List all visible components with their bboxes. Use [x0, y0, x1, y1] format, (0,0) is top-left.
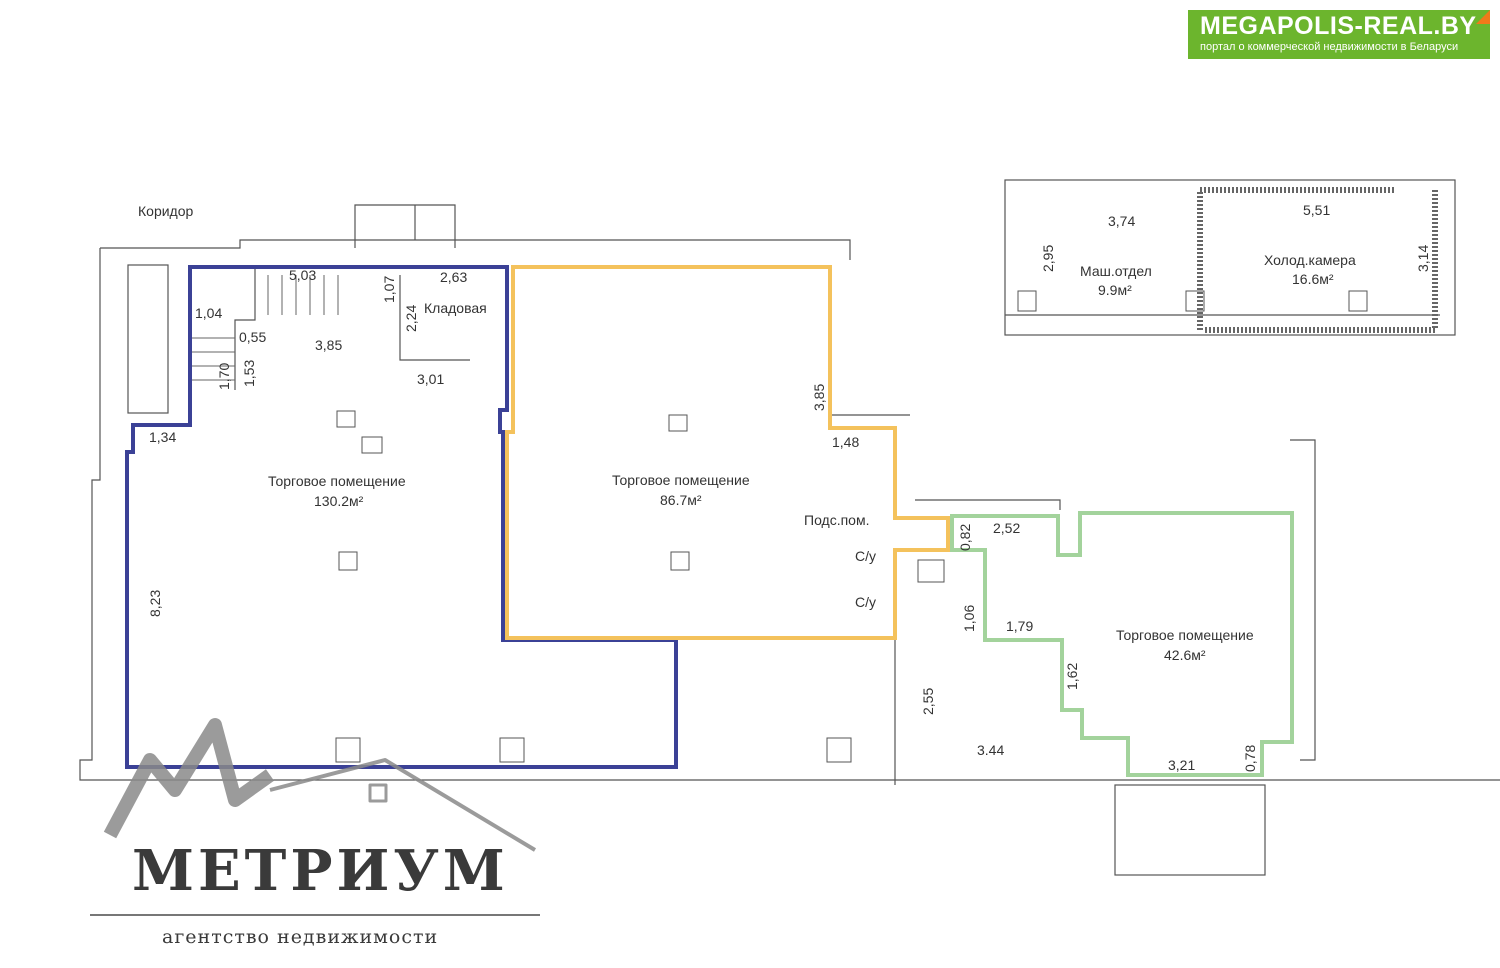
zone-shop-130[interactable]: [125, 265, 678, 769]
dim: 0,55: [239, 329, 266, 345]
dim: 2,95: [1040, 245, 1056, 272]
room-label-utility: Подс.пом.: [804, 512, 869, 528]
agency-subtitle: агентство недвижимости: [162, 926, 439, 948]
room-area-shop2: 86.7м²: [660, 492, 702, 508]
agency-name: МЕТРИУМ: [132, 838, 509, 904]
metrium-logo-mark: [103, 718, 537, 852]
dim: 1,34: [149, 429, 176, 445]
columns: [335, 290, 1368, 763]
cold-room-walls: [1197, 187, 1438, 333]
zone-shop-42[interactable]: [950, 511, 1294, 777]
dim: 1,79: [1006, 618, 1033, 634]
room-label-cold: Холод.камера: [1264, 252, 1356, 268]
dim: 3,21: [1168, 757, 1195, 773]
dim: 2,55: [920, 688, 936, 715]
dim: 1,07: [381, 276, 397, 303]
walls: [79, 179, 1500, 876]
room-area-shop1: 130.2м²: [314, 493, 364, 509]
dim: 1,70: [216, 363, 232, 390]
dim: 3,85: [315, 337, 342, 353]
room-label-shop2: Торговое помещение: [612, 472, 750, 488]
dim: 1,48: [832, 434, 859, 450]
logo-subtitle: портал о коммерческой недвижимости в Бел…: [1200, 41, 1459, 53]
dimensions: 5,03 2,63 1,07 2,24 1,04 0,55 3,85 1,70 …: [147, 202, 1431, 773]
dim: 0,78: [1242, 745, 1258, 772]
dim: 5,51: [1303, 202, 1330, 218]
dim: 1,62: [1064, 663, 1080, 690]
dim: 2,52: [993, 520, 1020, 536]
dim: 2,63: [440, 269, 467, 285]
room-label-shop3: Торговое помещение: [1116, 627, 1254, 643]
dim: 3,14: [1415, 245, 1431, 272]
dim: 3,74: [1108, 213, 1135, 229]
room-label-wc1: С/у: [855, 548, 876, 564]
dim: 2,24: [403, 305, 419, 332]
room-area-shop3: 42.6м²: [1164, 647, 1206, 663]
room-area-machine: 9.9м²: [1098, 282, 1132, 298]
room-area-cold: 16.6м²: [1292, 271, 1334, 287]
room-label-shop1: Торговое помещение: [268, 473, 406, 489]
megapolis-logo[interactable]: MEGAPOLIS-REAL.BY портал о коммерческой …: [1188, 10, 1490, 59]
room-label-machine: Маш.отдел: [1080, 263, 1152, 279]
agency-divider: [90, 914, 540, 916]
dim: 1,06: [961, 605, 977, 632]
logo-title: MEGAPOLIS-REAL.BY: [1200, 12, 1477, 40]
dim: 3,01: [417, 371, 444, 387]
dim: 1,53: [241, 360, 257, 387]
dim: 5,03: [289, 267, 316, 283]
dim: 3,85: [811, 384, 827, 411]
dim: 3.44: [977, 742, 1004, 758]
staircase: [192, 275, 339, 381]
dim: 1,04: [195, 305, 222, 321]
room-label-storage: Кладовая: [424, 300, 487, 316]
room-label-wc2: С/у: [855, 594, 876, 610]
dim: 0,82: [957, 524, 973, 551]
zone-shop-86[interactable]: [505, 265, 950, 640]
room-label-corridor: Коридор: [138, 203, 194, 219]
dim: 8,23: [147, 590, 163, 617]
